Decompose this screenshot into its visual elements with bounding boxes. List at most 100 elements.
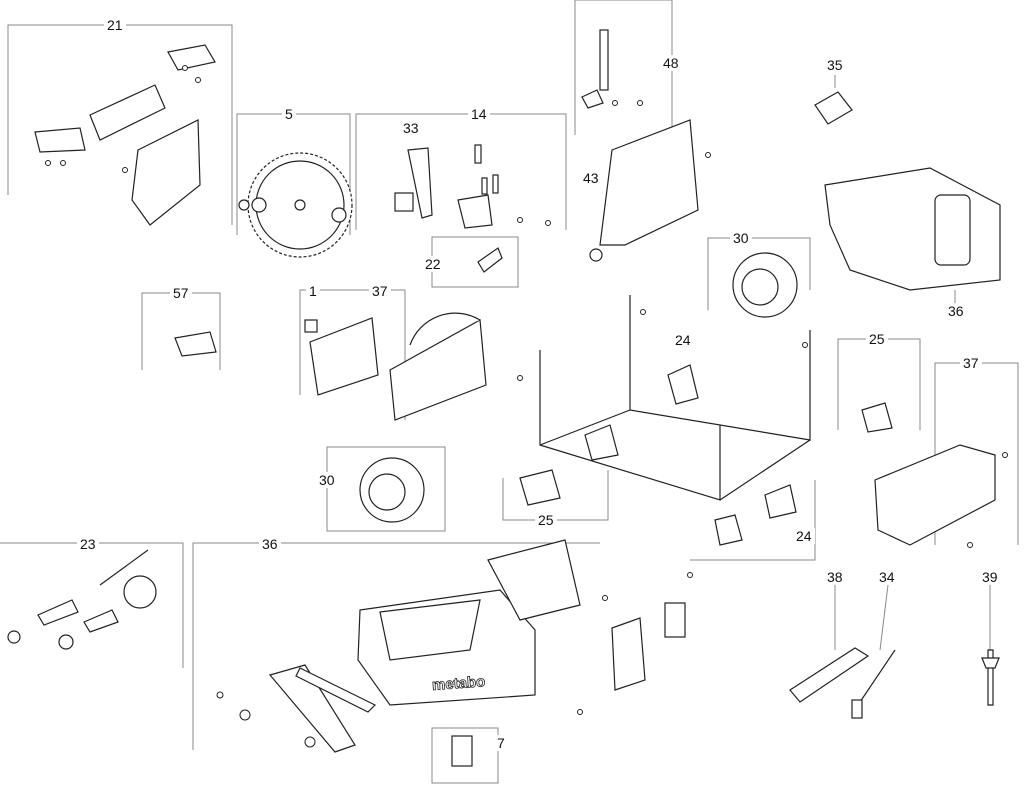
- part-spindle-knob: [58, 634, 74, 650]
- part-motor-carriage: [599, 119, 699, 246]
- part-bracket-25-lower: [519, 469, 561, 506]
- callout-36-lower: 36: [259, 536, 281, 552]
- callout-25-lower: 25: [535, 512, 557, 528]
- part-bracket: [394, 192, 414, 212]
- fastener: [517, 217, 523, 223]
- part-pin-1: [474, 144, 482, 164]
- part-bracket-25-right: [861, 402, 893, 433]
- part-spindle-gear: [123, 575, 157, 609]
- callout-30-lower: 30: [316, 472, 338, 488]
- brand-mark-text: metabo: [431, 673, 485, 694]
- fastener: [122, 167, 128, 173]
- part-riving-knife: [407, 147, 433, 219]
- part-housing-arc: [409, 312, 481, 346]
- frame-23: [0, 542, 184, 668]
- part-bracket-24-lower: [764, 484, 797, 519]
- fastener: [60, 160, 66, 166]
- fastener: [239, 709, 251, 721]
- part-pin-3: [492, 174, 499, 194]
- fastener: [640, 309, 646, 315]
- part-wheel-top-hub: [741, 268, 779, 306]
- fastener: [705, 152, 711, 158]
- part-label-1: [304, 319, 318, 333]
- part-spindle-bushing: [83, 609, 119, 633]
- part-table-handle: [934, 194, 971, 266]
- part-clip-57: [174, 331, 217, 357]
- callout-39: 39: [979, 569, 1001, 585]
- callout-36-top: 36: [945, 303, 967, 319]
- group-parts: [7, 29, 1001, 767]
- callout-35: 35: [824, 57, 846, 73]
- part-flange-right: [331, 207, 347, 223]
- frame-1-37: [299, 289, 406, 420]
- callout-24-lower: 24: [793, 528, 815, 544]
- part-table-top: [824, 167, 1001, 291]
- callout-34: 34: [876, 569, 898, 585]
- callout-38: 38: [824, 569, 846, 585]
- part-switch-7: [451, 735, 473, 767]
- callout-25-right: 25: [866, 331, 888, 347]
- part-carriage-wheel: [589, 248, 603, 262]
- fastener: [612, 100, 618, 106]
- frame-30-top: [707, 237, 811, 325]
- callout-43: 43: [580, 170, 602, 186]
- part-wheel-lower-hub: [368, 473, 406, 511]
- part-wrench-jaw: [981, 657, 1000, 669]
- frame-22: [431, 236, 519, 288]
- part-bracket-24-mid: [584, 424, 619, 461]
- fastener: [602, 595, 608, 601]
- fastener: [545, 220, 551, 226]
- part-stand-crossbar-2: [719, 439, 811, 501]
- frame-36-lower: [192, 542, 600, 750]
- part-blade-guard: [131, 119, 201, 226]
- fastener: [216, 691, 224, 699]
- callout-14: 14: [468, 106, 490, 122]
- part-saw-blade-bore: [294, 199, 306, 211]
- part-push-stick: [789, 647, 870, 703]
- part-bevel-segment: [487, 539, 581, 621]
- fastener: [182, 65, 188, 71]
- part-scale-strip: [295, 667, 377, 713]
- fastener: [304, 736, 316, 748]
- part-spindle-shaft: [99, 549, 149, 586]
- frame-30-lower: [326, 446, 446, 532]
- part-motor-housing: [389, 319, 487, 421]
- callout-37-right: 37: [960, 355, 982, 371]
- part-switch-housing: [611, 617, 646, 691]
- part-riving-plate: [89, 84, 166, 141]
- group-fasteners: [45, 65, 1008, 748]
- part-spindle-cap: [7, 630, 21, 644]
- part-pin-2: [481, 177, 488, 195]
- part-lever: [477, 247, 503, 273]
- part-stand-crossbar-1: [539, 409, 631, 446]
- part-switch-plate: [664, 602, 686, 638]
- callout-5: 5: [282, 106, 296, 122]
- fastener: [802, 342, 808, 348]
- callout-23: 23: [77, 536, 99, 552]
- part-spindle-sleeve: [37, 599, 79, 626]
- frame-57: [141, 292, 221, 370]
- fastener: [967, 542, 973, 548]
- callout-24-top: 24: [672, 332, 694, 348]
- callout-21: 21: [104, 17, 126, 33]
- callout-33: 33: [400, 120, 422, 136]
- part-dust-port: [814, 91, 853, 125]
- part-stand-leg-right: [629, 295, 811, 441]
- fastener: [517, 375, 523, 381]
- part-power-cable: [857, 649, 896, 706]
- frame-24-lower: [690, 480, 816, 561]
- part-clamp-block: [457, 194, 493, 229]
- frame-48: [574, 0, 673, 135]
- part-power-plug: [851, 699, 863, 719]
- part-side-housing: [874, 444, 996, 546]
- part-side-panel: [309, 317, 379, 396]
- part-bracket-24-lower-b: [714, 514, 743, 546]
- part-flange-left: [251, 197, 267, 213]
- fastener: [577, 709, 583, 715]
- callout-7: 7: [494, 735, 508, 751]
- part-guard-arm-top: [167, 44, 216, 71]
- callout-22: 22: [422, 256, 444, 272]
- callout-57: 57: [170, 285, 192, 301]
